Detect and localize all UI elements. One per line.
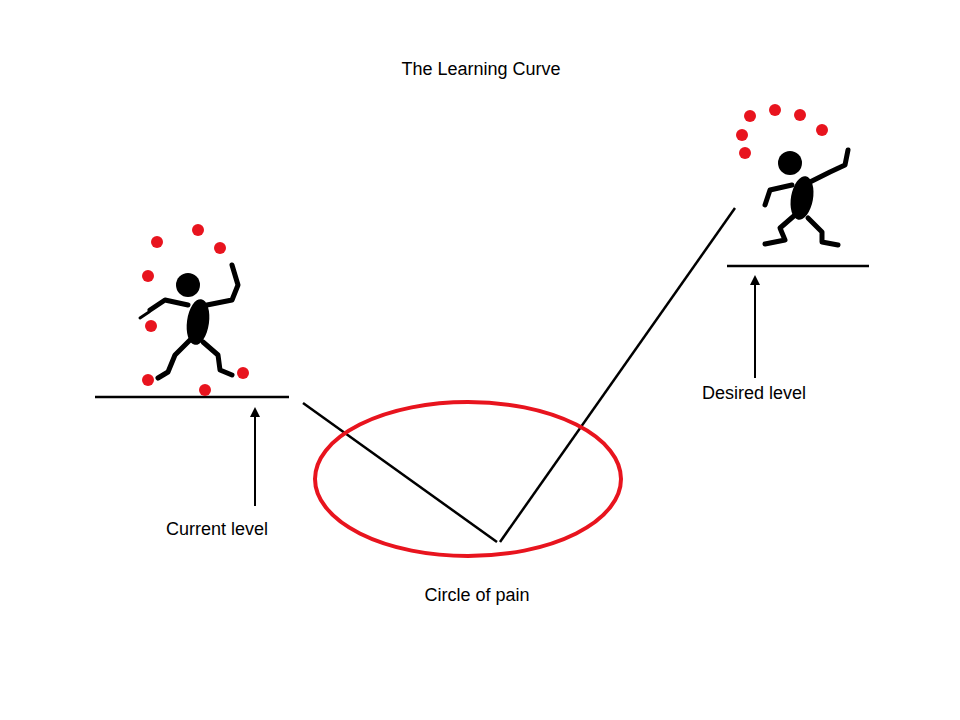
region-label: Circle of pain [424, 585, 529, 607]
pointer-arrow [254, 412, 256, 506]
juggling-balls [142, 224, 249, 396]
pain-ellipse [315, 402, 621, 556]
pointer-arrow [754, 280, 756, 378]
diagram-title: The Learning Curve [401, 59, 560, 81]
level-label: Desired level [702, 383, 806, 405]
juggler-left [140, 265, 238, 378]
curve-down [303, 403, 497, 542]
juggling-balls [736, 104, 828, 159]
level-label: Current level [166, 519, 268, 541]
desired-platform [727, 265, 869, 268]
juggler-right [765, 150, 848, 245]
current-platform [95, 396, 289, 399]
